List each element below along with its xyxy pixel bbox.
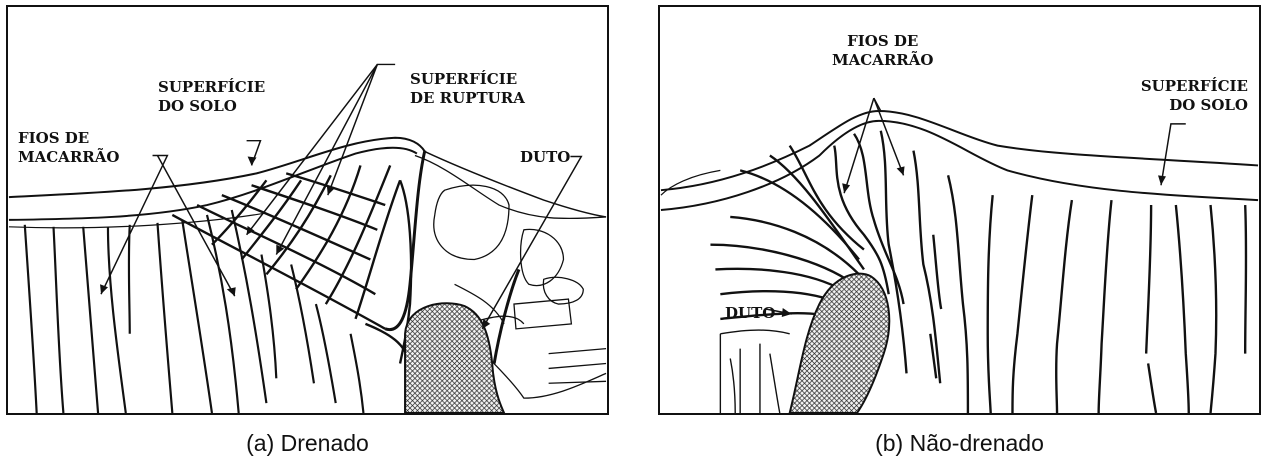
soil-surface-line	[661, 111, 1258, 190]
label-soil-surface: SUPERFÍCIE DO SOLO	[1110, 77, 1248, 115]
label-duct: DUTO	[725, 304, 775, 323]
label-soil-surface: SUPERFÍCIE DO SOLO	[158, 78, 265, 116]
label-line: DUTO	[725, 304, 775, 323]
label-line: SUPERFÍCIE	[1110, 77, 1248, 96]
label-spaghetti: FIOS DE MACARRÃO	[18, 129, 119, 167]
label-duct: DUTO	[520, 148, 570, 167]
panel-drained: SUPERFÍCIE DO SOLO SUPERFÍCIE DE RUPTURA…	[6, 5, 609, 415]
label-line: MACARRÃO	[832, 51, 933, 70]
label-line: DUTO	[520, 148, 570, 167]
label-line: DE RUPTURA	[410, 89, 525, 108]
caption-drained: (a) Drenado	[6, 430, 609, 457]
undrained-diagram	[660, 7, 1259, 413]
label-line: FIOS DE	[18, 129, 119, 148]
spaghetti-strands	[710, 131, 1246, 413]
label-line: FIOS DE	[832, 32, 933, 51]
pointer-lines	[766, 98, 1186, 314]
label-rupture-surface: SUPERFÍCIE DE RUPTURA	[410, 70, 525, 108]
spaghetti-strands	[25, 210, 364, 413]
duct	[405, 303, 504, 413]
label-line: MACARRÃO	[18, 148, 119, 167]
label-line: SUPERFÍCIE	[410, 70, 525, 89]
panel-undrained: FIOS DE MACARRÃO SUPERFÍCIE DO SOLO DUTO	[658, 5, 1261, 415]
label-line: DO SOLO	[158, 97, 265, 116]
caption-undrained: (b) Não-drenado	[658, 430, 1261, 457]
label-spaghetti: FIOS DE MACARRÃO	[832, 32, 933, 70]
label-line: SUPERFÍCIE	[158, 78, 265, 97]
label-line: DO SOLO	[1110, 96, 1248, 115]
drained-diagram	[8, 7, 607, 413]
